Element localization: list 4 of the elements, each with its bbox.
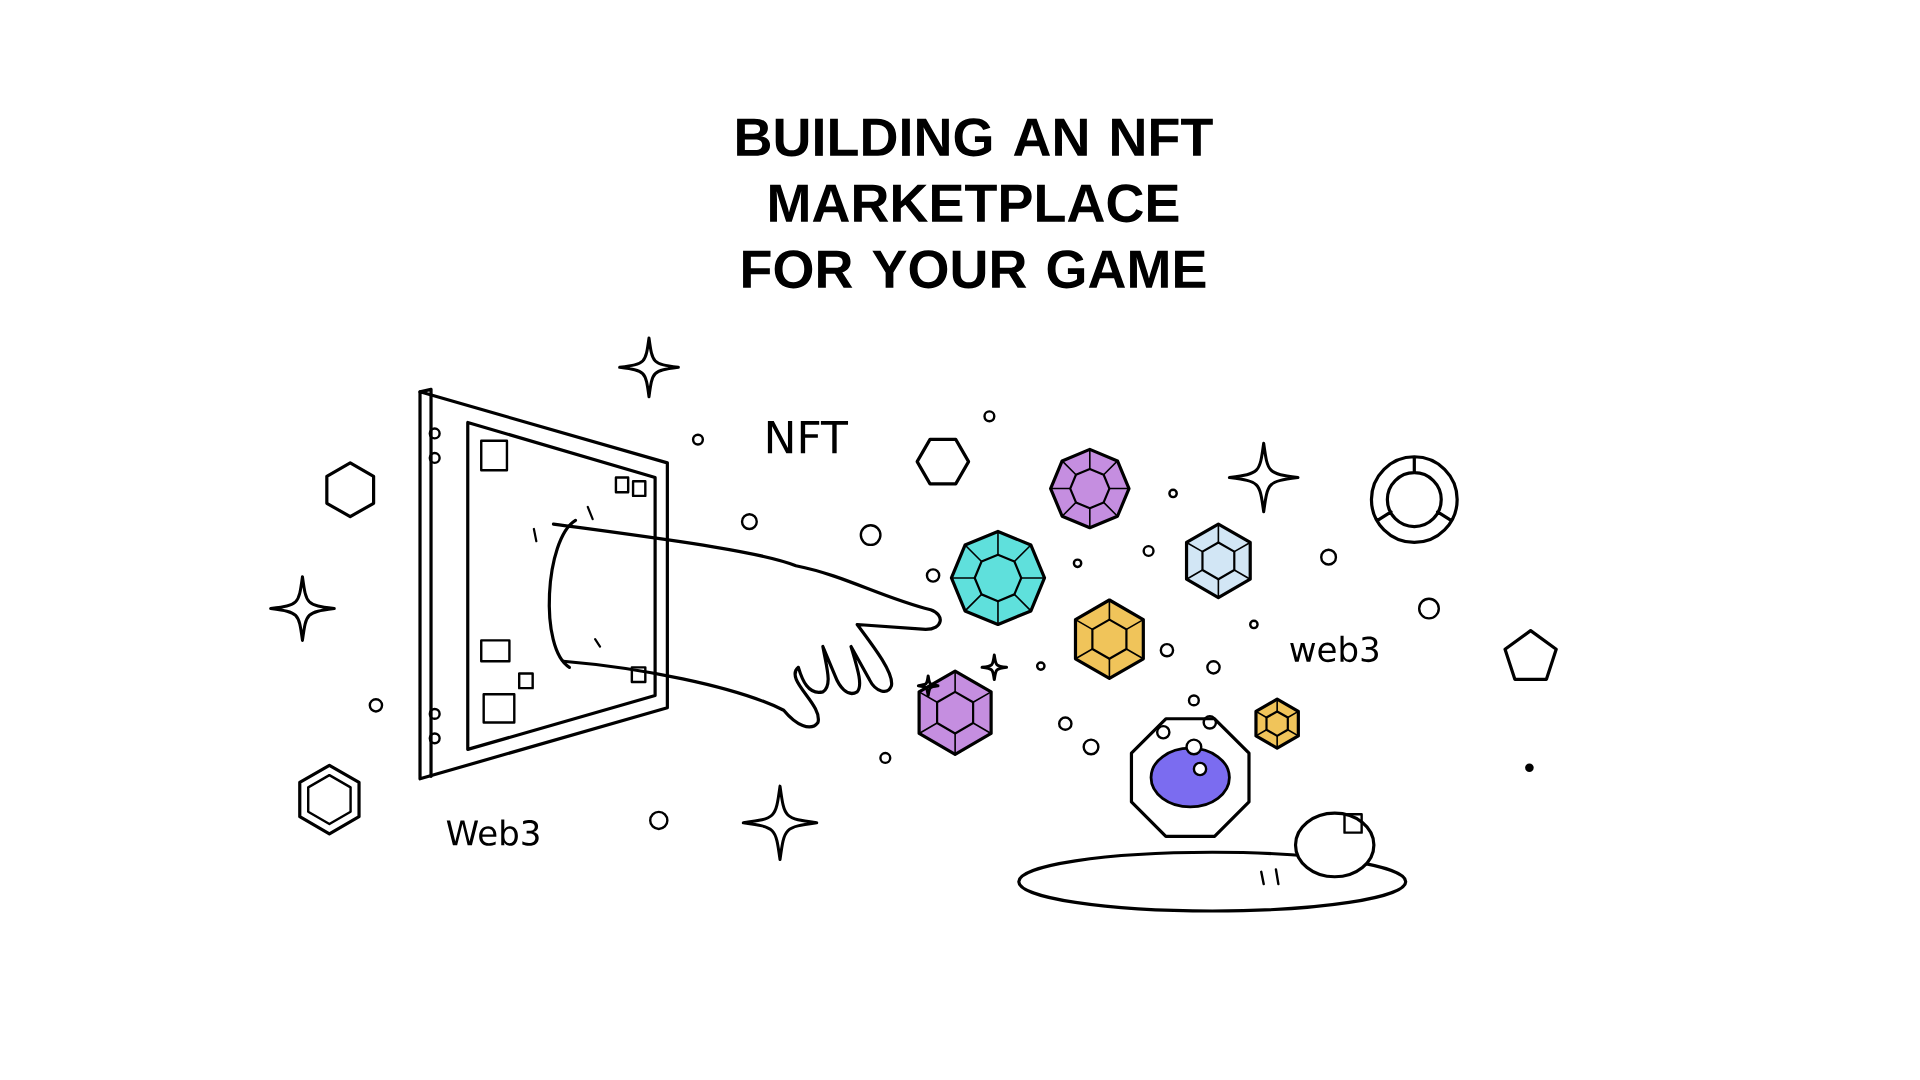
label: Web3: [446, 819, 539, 846]
label: web3: [1290, 635, 1378, 663]
label: NFT: [767, 421, 849, 454]
title: BUILDING AN NFT MARKETPLACE FOR YOUR GAME: [737, 118, 1213, 289]
